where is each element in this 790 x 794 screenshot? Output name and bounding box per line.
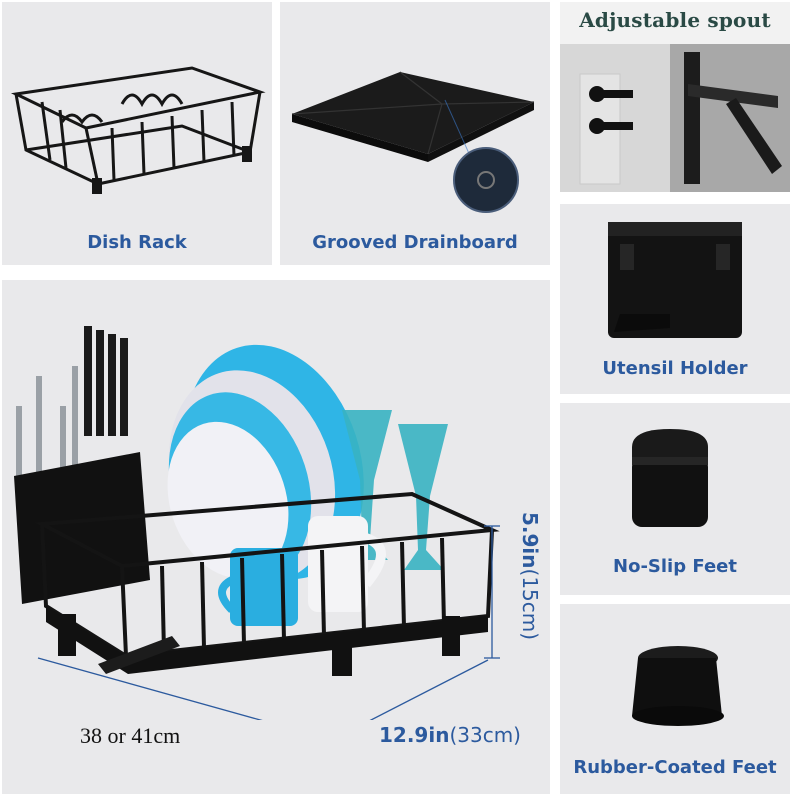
utensil-holder-panel: Utensil Holder bbox=[560, 204, 790, 394]
height-value: 5.9in bbox=[518, 512, 542, 569]
dish-rack-caption: Dish Rack bbox=[87, 232, 187, 253]
dish-rack-image bbox=[10, 66, 266, 194]
length-note: 38 or 41cm bbox=[80, 723, 181, 748]
width-metric: (33cm) bbox=[449, 723, 521, 747]
spout-title: Adjustable spout bbox=[579, 8, 771, 32]
utensil-holder-caption: Utensil Holder bbox=[602, 358, 748, 379]
spout-image bbox=[560, 44, 790, 192]
drainboard-caption: Grooved Drainboard bbox=[312, 232, 518, 253]
dish-rack-full-image bbox=[14, 326, 500, 720]
no-slip-feet-caption: No-Slip Feet bbox=[613, 556, 737, 577]
dish-rack-panel: Dish Rack bbox=[2, 2, 272, 265]
no-slip-feet-panel: No-Slip Feet bbox=[560, 403, 790, 595]
rubber-feet-image bbox=[632, 646, 724, 726]
no-slip-feet-image bbox=[632, 429, 708, 527]
utensil-holder-image bbox=[608, 222, 742, 338]
main-product-panel: 5.9in(15cm) 12.9in(33cm) 38 or 41cm bbox=[2, 280, 550, 794]
drainboard-image bbox=[291, 71, 535, 213]
rubber-feet-panel: Rubber-Coated Feet bbox=[560, 604, 790, 794]
width-dimension: 12.9in(33cm) bbox=[379, 723, 521, 747]
drainboard-panel: Grooved Drainboard bbox=[280, 2, 550, 265]
spout-panel: Adjustable spout bbox=[560, 2, 790, 192]
width-value: 12.9in bbox=[379, 723, 450, 747]
height-dimension: 5.9in(15cm) bbox=[518, 512, 542, 640]
height-metric: (15cm) bbox=[518, 568, 542, 641]
rubber-feet-caption: Rubber-Coated Feet bbox=[573, 757, 777, 778]
